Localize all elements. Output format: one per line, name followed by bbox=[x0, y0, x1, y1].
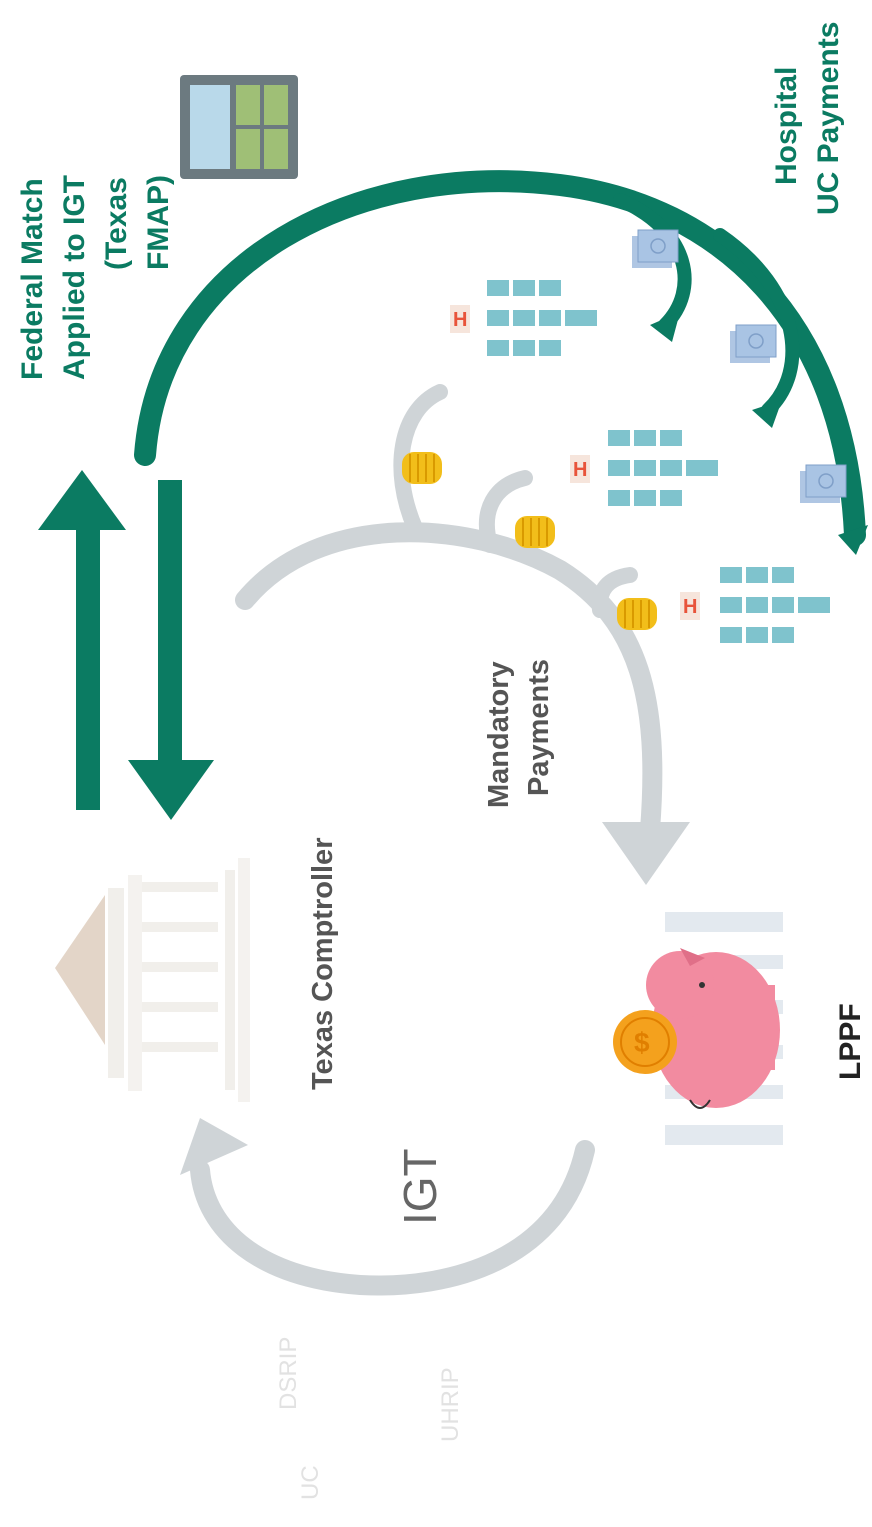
coins-icon bbox=[401, 451, 443, 485]
federal-match-line-1: Federal Match bbox=[16, 178, 49, 380]
money-icon bbox=[729, 324, 777, 364]
uc-label: UC bbox=[297, 1465, 324, 1500]
dsrip-label: DSRIP bbox=[275, 1337, 302, 1410]
calculator-icon bbox=[180, 75, 298, 179]
federal-match-up-arrow bbox=[38, 470, 126, 810]
igt-text: IGT bbox=[394, 1148, 446, 1225]
hospital-h-glyph: H bbox=[683, 596, 697, 618]
hospital-uc-line-2: UC Payments bbox=[812, 22, 845, 215]
mandatory-payments-arrow bbox=[235, 384, 663, 840]
dsrip-text: DSRIP bbox=[275, 1337, 302, 1410]
uc-arrowhead-1 bbox=[650, 312, 680, 342]
texas-comptroller-label: Texas Comptroller bbox=[307, 838, 339, 1090]
mandatory-payments-label: Mandatory Payments bbox=[483, 659, 555, 808]
hospital-building-icon bbox=[720, 567, 830, 643]
government-building-icon bbox=[55, 858, 250, 1102]
uhrip-text: UHRIP bbox=[437, 1367, 464, 1442]
hospital-icon: H bbox=[570, 455, 590, 483]
lppf-text: LPPF bbox=[834, 1003, 867, 1080]
hospital-building-icon bbox=[608, 430, 718, 506]
dollar-glyph: $ bbox=[634, 1027, 650, 1058]
federal-match-line-4: FMAP) bbox=[142, 175, 175, 270]
federal-match-line-3: (Texas bbox=[100, 177, 133, 270]
hospital-h-glyph: H bbox=[453, 309, 467, 331]
federal-match-line-2: Applied to IGT bbox=[58, 175, 91, 380]
hospital-uc-line-1: Hospital bbox=[770, 67, 803, 185]
hospital-building-icon bbox=[487, 280, 597, 356]
hospital-icon: H bbox=[680, 592, 700, 620]
uc-arrowhead-3 bbox=[838, 525, 868, 555]
igt-arrow bbox=[190, 1140, 595, 1296]
hospital-icon: H bbox=[450, 305, 470, 333]
igt-arrowhead bbox=[180, 1118, 248, 1175]
piggy-bank-icon: $ bbox=[613, 912, 783, 1145]
mandatory-line-2: Payments bbox=[523, 659, 555, 796]
coins-icon bbox=[514, 515, 556, 549]
igt-label: IGT bbox=[394, 1148, 446, 1225]
uc-text: UC bbox=[297, 1465, 324, 1500]
mandatory-arrowhead bbox=[602, 822, 690, 885]
money-icon bbox=[631, 229, 679, 269]
uc-arrowhead-2 bbox=[752, 400, 782, 428]
uc-payments-curve-arrow bbox=[134, 170, 866, 546]
lppf-label: LPPF bbox=[834, 1003, 867, 1080]
money-icon bbox=[799, 464, 847, 504]
hospital-h-glyph: H bbox=[573, 459, 587, 481]
igt-down-arrow bbox=[128, 480, 214, 820]
mandatory-line-1: Mandatory bbox=[483, 661, 515, 808]
comptroller-text: Texas Comptroller bbox=[307, 838, 339, 1090]
uhrip-label: UHRIP bbox=[437, 1367, 464, 1442]
federal-match-label: Federal Match Applied to IGT (Texas FMAP… bbox=[16, 175, 175, 380]
coins-icon bbox=[616, 597, 658, 631]
hospital-uc-label: Hospital UC Payments bbox=[770, 22, 845, 215]
